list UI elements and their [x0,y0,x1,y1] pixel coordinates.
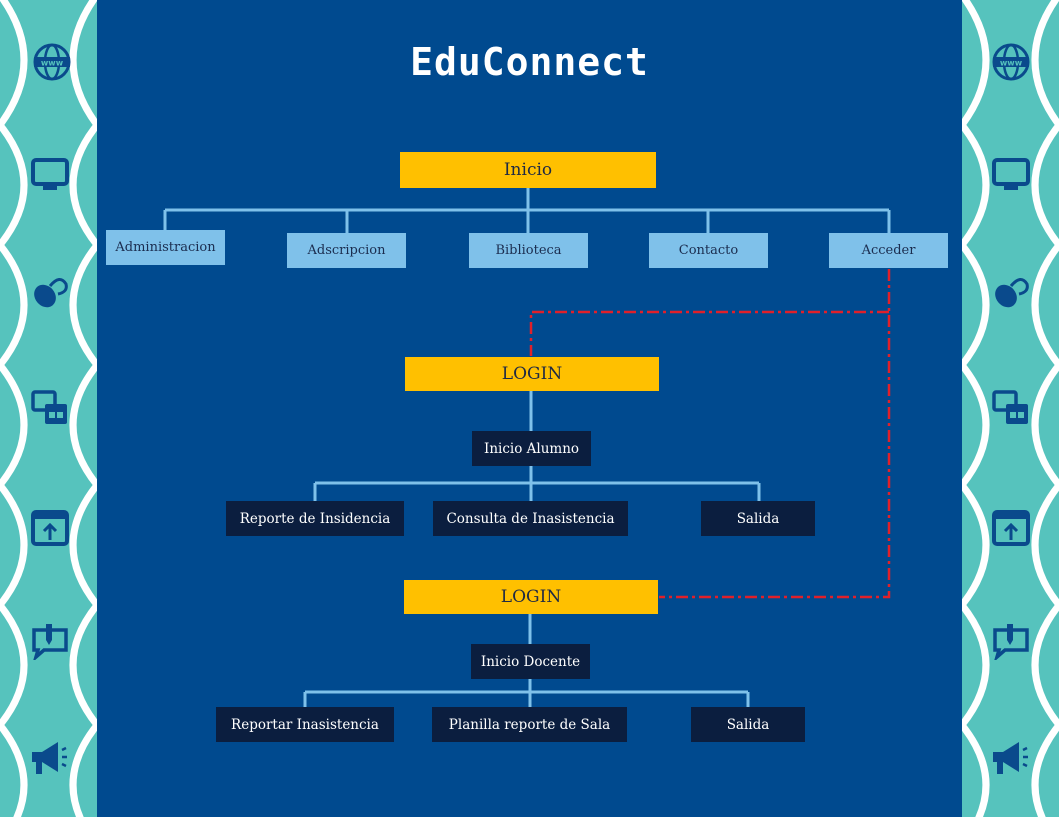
dashed-connector-acceder-login-docente [659,269,891,599]
page-title: EduConnect [410,40,649,84]
node-login-alumno[interactable]: LOGIN [405,357,659,391]
app-windows-icon [31,390,67,424]
chat-edit-icon [32,624,68,660]
megaphone-icon [993,742,1028,774]
scallop-pattern [962,0,1059,817]
right-decorative-panel: www [962,0,1059,817]
node-salida-docente[interactable]: Salida [691,707,805,742]
dashed-connector-acceder-login-alumno [529,310,889,356]
globe-www-icon: www [992,43,1030,81]
node-inicio-alumno[interactable]: Inicio Alumno [472,431,591,466]
app-windows-icon [992,390,1028,424]
left-decorative-panel: www [0,0,97,817]
upload-window-icon [992,510,1030,546]
globe-www-icon: www [33,43,71,81]
node-adscripcion[interactable]: Adscripcion [287,233,406,268]
monitor-icon [31,158,69,190]
node-contacto[interactable]: Contacto [649,233,768,268]
node-inicio-docente[interactable]: Inicio Docente [471,644,590,679]
node-acceder[interactable]: Acceder [829,233,948,268]
monitor-icon [992,158,1030,190]
node-reporte-insidencia[interactable]: Reporte de Insidencia [226,501,404,536]
node-salida-alumno[interactable]: Salida [701,501,815,536]
svg-text:www: www [41,59,64,68]
mouse-icon [34,278,68,308]
node-login-docente[interactable]: LOGIN [404,580,658,614]
chat-edit-icon [993,624,1029,660]
upload-window-icon [31,510,69,546]
node-administracion[interactable]: Administracion [106,230,225,265]
node-consulta-inasistencia[interactable]: Consulta de Inasistencia [433,501,628,536]
scallop-pattern [0,0,97,817]
node-planilla-reporte[interactable]: Planilla reporte de Sala [432,707,627,742]
node-inicio[interactable]: Inicio [400,152,656,188]
node-reportar-inasistencia[interactable]: Reportar Inasistencia [216,707,394,742]
svg-text:www: www [1000,59,1023,68]
megaphone-icon [32,742,67,774]
mouse-icon [995,278,1029,308]
node-biblioteca[interactable]: Biblioteca [469,233,588,268]
